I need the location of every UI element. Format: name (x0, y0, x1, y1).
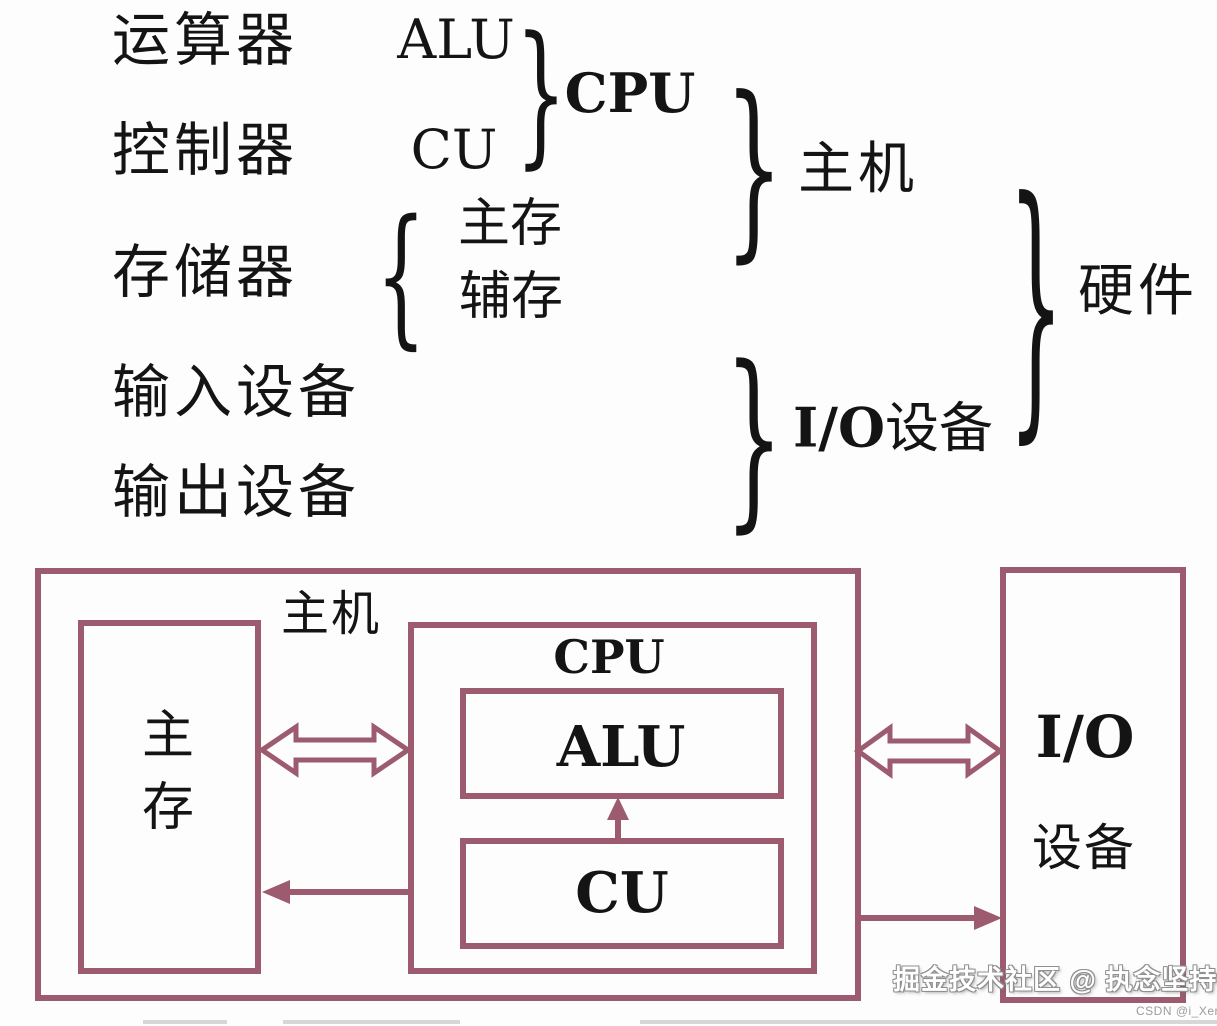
label-cu: CU (410, 118, 498, 181)
memory-box-label-line2: 存 (141, 778, 195, 838)
label-io-devices-suffix: 设备 (885, 396, 994, 460)
memory-box-label-line1: 主 (141, 706, 195, 766)
label-input-device: 输入设备 (112, 358, 361, 426)
alu-box-label: ALU (556, 714, 686, 780)
io-box-label-line1: I/O (1035, 703, 1135, 771)
label-arithmetic-unit: 运算器 (112, 6, 299, 74)
label-hardware: 硬件 (1078, 259, 1198, 324)
bottom-cutoff-line (640, 1020, 1217, 1024)
cu-box-label: CU (575, 860, 669, 926)
storage-brace-icon: { (375, 186, 427, 364)
juejin-watermark: 掘金技术社区 @ 执念坚持 (893, 965, 1217, 995)
memory-box (78, 620, 261, 974)
cpu-brace-icon: } (515, 3, 567, 183)
label-io-devices: I/O设备 (793, 401, 993, 456)
host-brace-icon: } (724, 56, 784, 280)
csdn-watermark: CSDN @i_Xer (1136, 1004, 1217, 1018)
cpu-box (408, 622, 817, 974)
host-io-arrowhead-icon (974, 906, 1002, 930)
bottom-cutoff-line (143, 1020, 227, 1024)
hardware-brace-icon: } (1008, 142, 1064, 467)
label-aux-memory: 辅存 (458, 267, 564, 327)
host-io-double-arrow-icon (853, 723, 1005, 779)
label-alu: ALU (397, 8, 515, 71)
label-output-device: 输出设备 (112, 458, 361, 526)
label-main-memory: 主存 (457, 194, 563, 254)
label-io-devices-io: I/O (793, 395, 886, 460)
host-box (35, 568, 861, 1001)
label-control-unit: 控制器 (112, 116, 299, 184)
label-storage-unit: 存储器 (112, 238, 299, 306)
alu-box (460, 688, 784, 799)
io-box-label-line2: 设备 (1032, 819, 1136, 877)
io-brace-icon: } (724, 325, 784, 551)
cpu-box-label: CPU (553, 630, 665, 684)
label-host: 主机 (798, 137, 918, 202)
label-cpu: CPU (564, 61, 696, 125)
bottom-cutoff-line (283, 1020, 460, 1024)
io-box (1000, 567, 1186, 1003)
host-box-label: 主机 (280, 586, 382, 642)
cu-box (460, 838, 784, 949)
